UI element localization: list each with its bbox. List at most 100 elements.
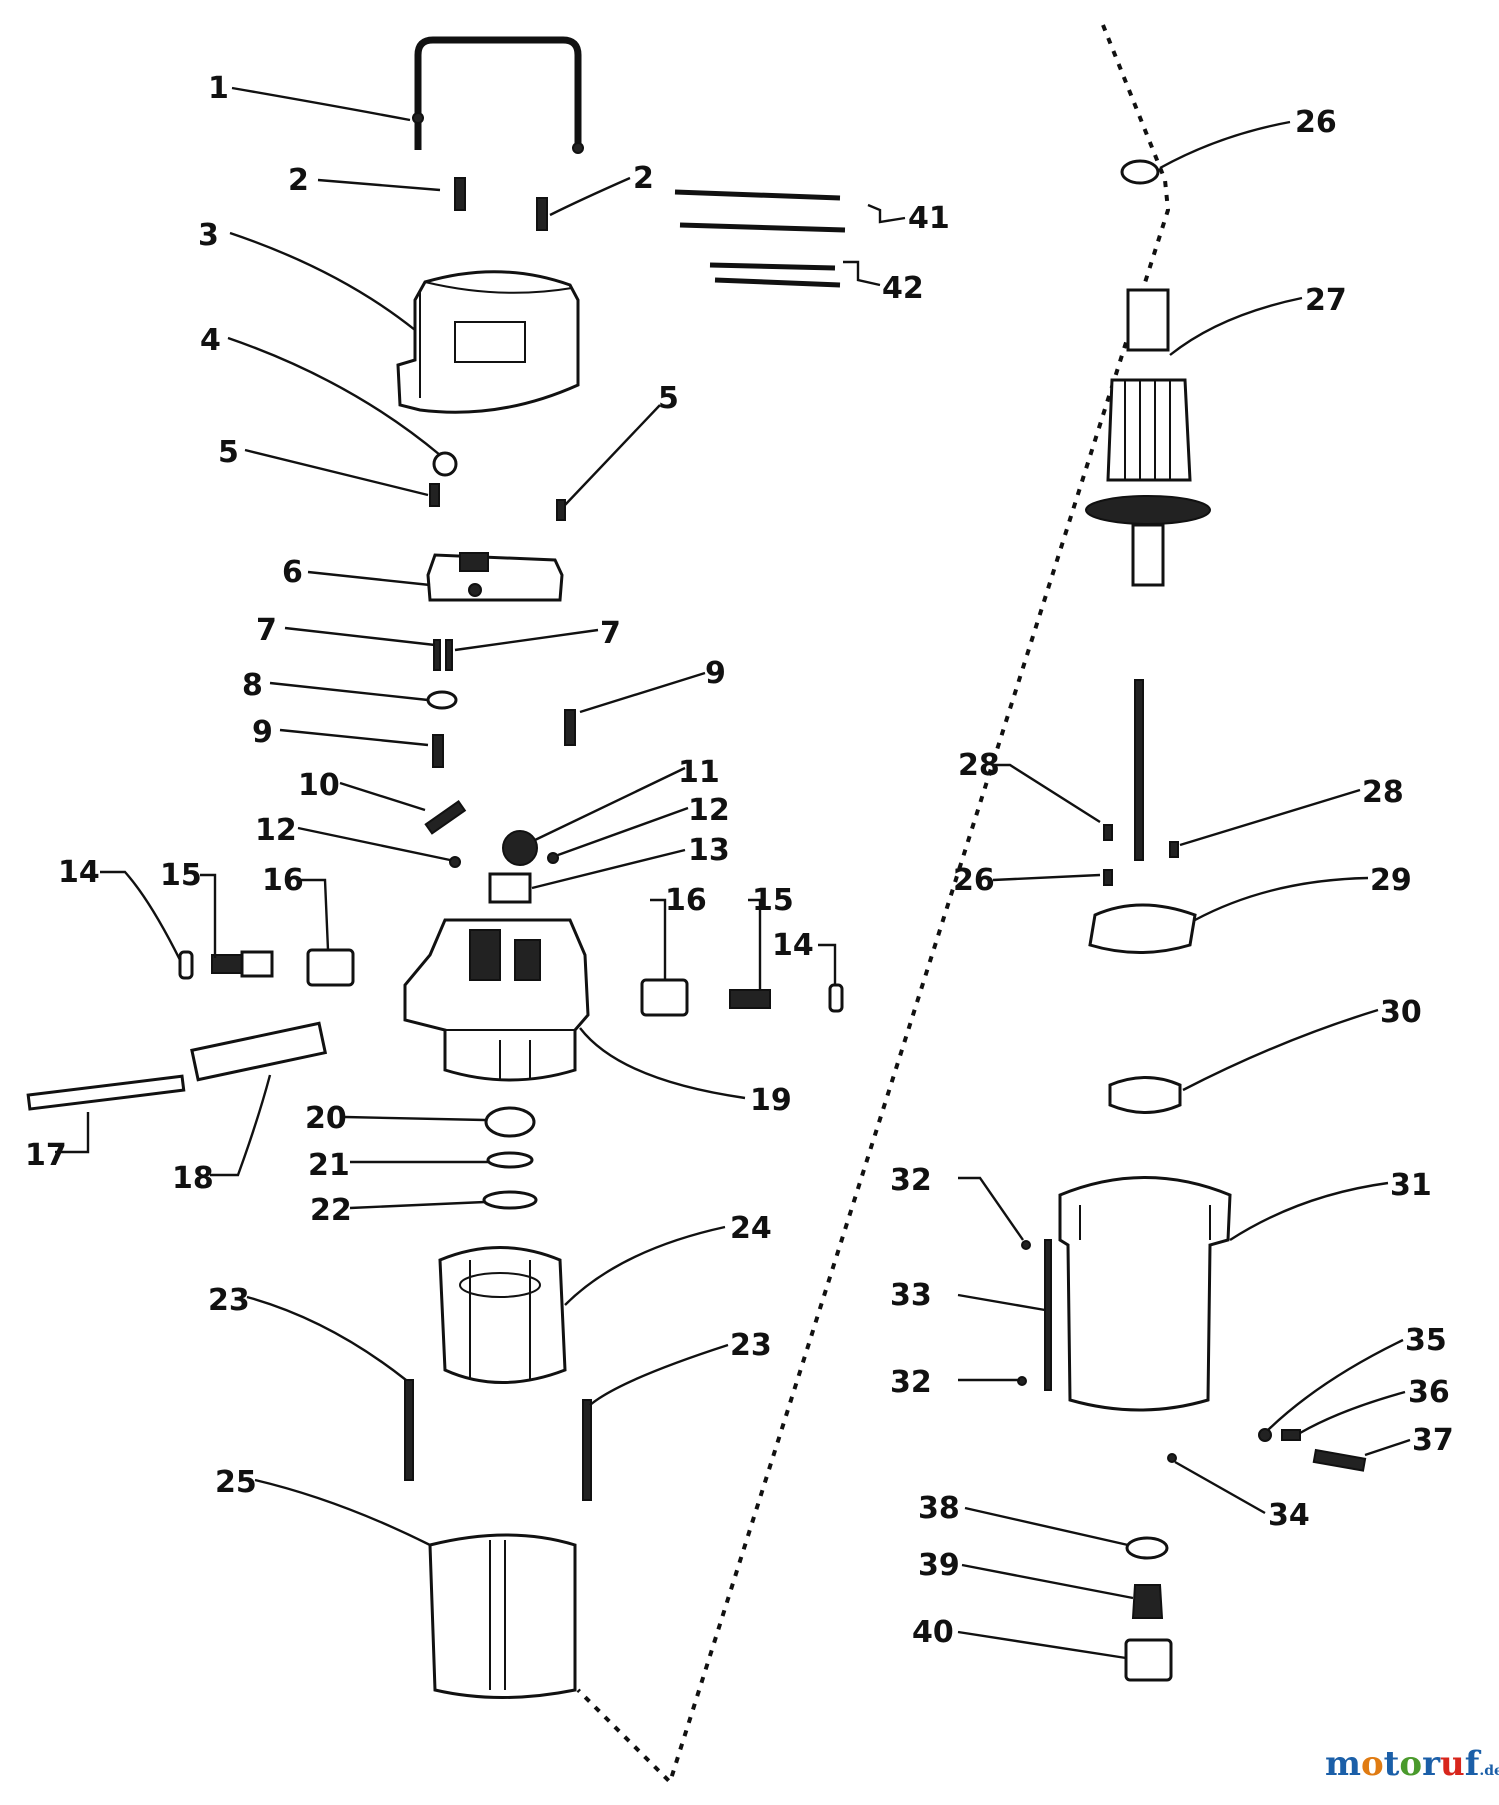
part-brush-housing [403,918,590,1082]
callout-label: 21 [308,1148,350,1183]
callout-label: 11 [678,755,720,790]
callout-label: 15 [160,858,202,893]
part-handle [414,36,582,150]
part-brush [211,954,243,974]
callout-label: 42 [882,271,924,306]
callout-label: 39 [918,1548,960,1583]
part-cap [178,950,194,980]
callout-label: 32 [890,1163,932,1198]
callout-label: 2 [288,163,309,198]
part-ball [1167,1453,1177,1463]
callout-label: 40 [912,1615,954,1650]
callout-label: 12 [255,813,297,848]
callout-label: 27 [1305,283,1347,318]
callout-label: 23 [208,1283,250,1318]
callout-label: 33 [890,1278,932,1313]
part-brush-cap [240,950,274,978]
part-long-screw [674,189,841,201]
callout-label: 5 [658,381,679,416]
watermark-letter: r [1422,1744,1440,1784]
part-armature [1085,288,1211,587]
callout-label: 26 [953,863,995,898]
part-pinion [1131,1584,1164,1619]
part-ball [449,856,461,868]
part-screw [1169,841,1179,858]
part-long-screw [709,262,836,271]
callout-label: 20 [305,1101,347,1136]
part-screw [536,197,548,231]
part-screw [1312,1448,1367,1472]
callout-label: 23 [730,1328,772,1363]
part-ring [486,1151,534,1169]
callout-label: 2 [633,161,654,196]
watermark-letter: o [1360,1744,1384,1784]
callout-label: 22 [310,1193,352,1228]
callout-label: 9 [252,715,273,750]
callout-label: 29 [1370,863,1412,898]
callout-label: 14 [58,855,100,890]
part-ring [482,1190,538,1210]
callout-label: 5 [218,435,239,470]
callout-label: 14 [772,928,814,963]
part-ball [1021,1240,1031,1250]
callout-label: 17 [25,1138,67,1173]
part-screw [454,177,466,211]
part-gear-housing [1058,1176,1232,1412]
part-pin [1281,1429,1301,1441]
callout-label: 6 [282,555,303,590]
watermark-letter: t [1383,1744,1400,1784]
part-long-screw [404,1379,414,1481]
watermark-letter: u [1440,1744,1465,1784]
part-cap [828,983,844,1013]
callout-label: 41 [908,201,950,236]
part-screw [1103,869,1113,886]
callout-label: 35 [1405,1323,1447,1358]
callout-label: 37 [1412,1423,1454,1458]
callout-label: 25 [215,1465,257,1500]
watermark-letter: m [1325,1744,1361,1784]
callout-label: 26 [1295,105,1337,140]
callout-label: 18 [172,1161,214,1196]
part-screw [1103,824,1113,841]
callout-label: 28 [1362,775,1404,810]
part-bearing [1108,1076,1182,1114]
callout-label: 12 [688,793,730,828]
callout-label: 9 [705,656,726,691]
part-brush-holder [306,948,355,987]
watermark-suffix: .de [1479,1763,1499,1779]
part-brush-holder [640,978,689,1017]
part-fan-shaft [1088,679,1197,954]
leader-lines [55,86,1411,1660]
watermark-logo: motoruf.de [1325,1744,1499,1784]
part-bearing-cap [1120,159,1160,185]
part-housing [428,1533,577,1699]
part-long-screw [582,1399,592,1501]
part-bearing [484,1106,536,1138]
callout-label: 36 [1408,1375,1450,1410]
part-block [488,872,532,904]
part-pin [445,639,453,671]
callout-label: 30 [1380,995,1422,1030]
watermark-letter: f [1464,1744,1480,1784]
callout-label: 34 [1268,1498,1310,1533]
callout-label: 15 [752,883,794,918]
part-rod [26,1074,186,1111]
callout-label: 7 [600,616,621,651]
callout-labels: 1 2 2 3 4 5 5 6 7 7 8 9 9 10 11 12 12 13… [25,71,1454,1650]
part-nut [432,451,458,477]
part-screw [429,483,440,507]
callout-label: 13 [688,833,730,868]
divider-dotted-line [576,24,1171,1786]
part-motor-cap [396,270,580,414]
callout-label: 31 [1390,1168,1432,1203]
part-nut [1124,1638,1173,1682]
part-ball [1258,1428,1272,1442]
watermark-letter: o [1399,1744,1423,1784]
callout-label: 32 [890,1365,932,1400]
part-brush [729,989,771,1009]
callout-label: 24 [730,1211,772,1246]
part-spring [424,800,467,835]
part-sleeve [190,1021,328,1082]
callout-label: 1 [208,71,229,106]
